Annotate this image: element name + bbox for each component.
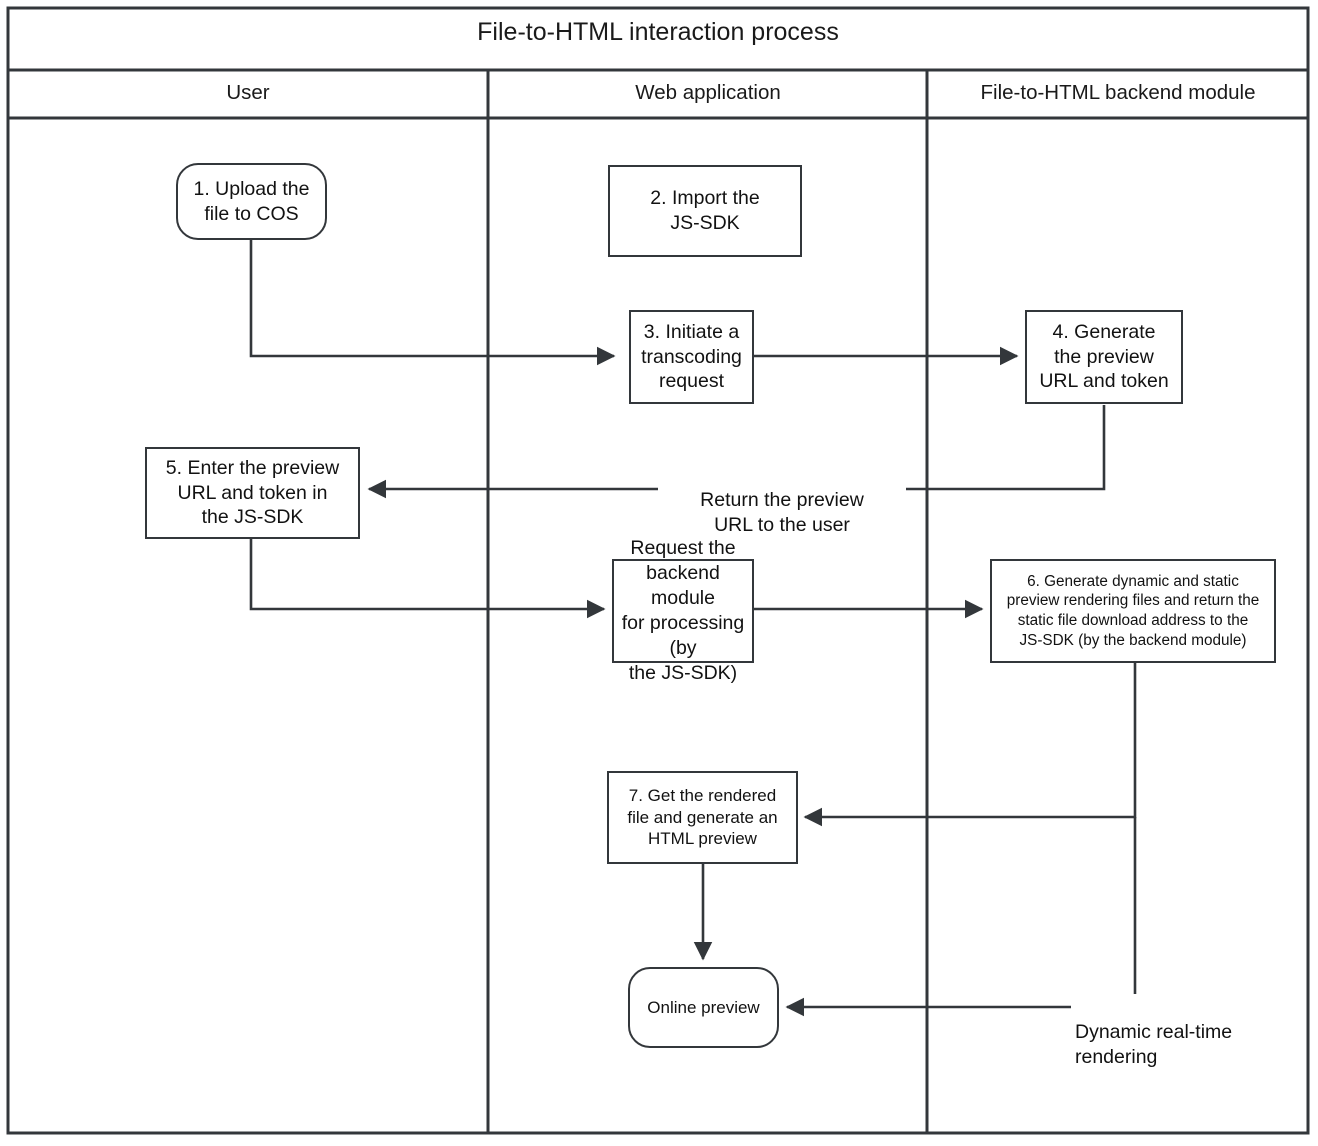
- node-upload-file-to-cos[interactable]: 1. Upload the file to COS: [176, 163, 327, 240]
- node-import-js-sdk[interactable]: 2. Import the JS-SDK: [608, 165, 802, 257]
- node-generate-rendering-files[interactable]: 6. Generate dynamic and static preview r…: [990, 559, 1276, 663]
- node-upload-file-to-cos-label: 1. Upload the file to COS: [193, 177, 310, 225]
- node-generate-preview-url-and-token[interactable]: 4. Generate the preview URL and token: [1025, 310, 1183, 404]
- lane-header-user-label: User: [226, 81, 270, 104]
- swimlane-frame: [6, 6, 1310, 1135]
- lane-header-user: User: [8, 81, 488, 105]
- edge-label-dynamic-real-time-rendering: Dynamic real-time rendering: [1071, 994, 1305, 1072]
- node-initiate-transcoding-request-label: 3. Initiate a transcoding request: [641, 320, 742, 393]
- node-request-backend-module-label: Request the backend module for processin…: [621, 537, 745, 684]
- node-request-backend-module[interactable]: Request the backend module for processin…: [612, 537, 754, 684]
- edge-label-return-preview-url-text: Return the preview URL to the user: [700, 488, 864, 537]
- node-generate-rendering-files-label: 6. Generate dynamic and static preview r…: [1006, 572, 1260, 649]
- node-import-js-sdk-label: 2. Import the JS-SDK: [650, 187, 760, 234]
- edge-return-preview-url-right: [880, 405, 1106, 491]
- lane-header-backend-module: File-to-HTML backend module: [928, 81, 1308, 105]
- node-initiate-transcoding-request[interactable]: 3. Initiate a transcoding request: [629, 310, 754, 404]
- edge-label-return-preview-url: Return the preview URL to the user: [658, 462, 906, 540]
- node-enter-preview-url-in-js-sdk[interactable]: 5. Enter the preview URL and token in th…: [145, 447, 360, 539]
- node-online-preview-label: Online preview: [647, 997, 760, 1017]
- edge-dynamic-rendering-vertical: [1133, 817, 1289, 1009]
- node-enter-preview-url-in-js-sdk-label: 5. Enter the preview URL and token in th…: [165, 456, 340, 529]
- edge-jssdk-to-request: [249, 539, 606, 619]
- diagram-title: File-to-HTML interaction process: [477, 18, 839, 46]
- edge-label-dynamic-real-time-rendering-text: Dynamic real-time rendering: [1075, 1020, 1233, 1069]
- lane-header-backend-module-label: File-to-HTML backend module: [980, 81, 1256, 104]
- edge-upload-to-transcode: [249, 240, 616, 366]
- lane-header-web-application-label: Web application: [635, 81, 781, 104]
- node-online-preview[interactable]: Online preview: [628, 967, 779, 1048]
- node-get-rendered-file-html-preview[interactable]: 7. Get the rendered file and generate an…: [607, 771, 798, 864]
- edge-render-to-gethtml: [803, 663, 1137, 827]
- node-get-rendered-file-html-preview-label: 7. Get the rendered file and generate an…: [627, 785, 778, 849]
- node-generate-preview-url-and-token-label: 4. Generate the preview URL and token: [1039, 320, 1169, 393]
- lane-header-web-application: Web application: [489, 81, 927, 105]
